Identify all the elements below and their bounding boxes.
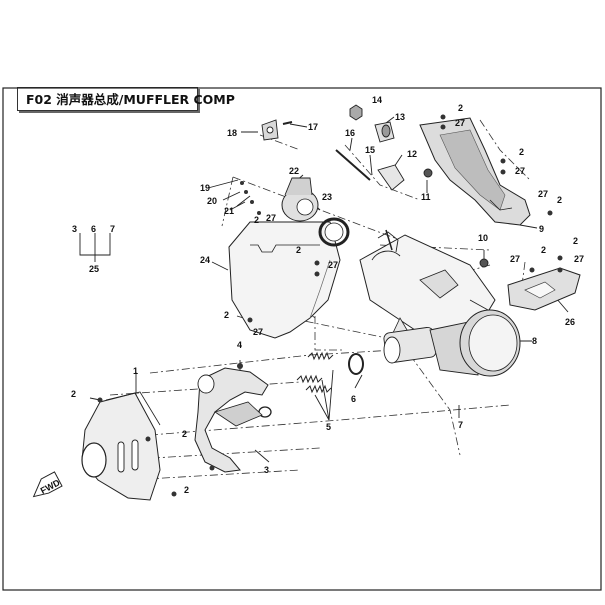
callout-27: 27	[515, 166, 525, 176]
callout-labels: 3 6 7 25 1 2 2 2 3 4 5 6 7 8 2 27 24 2 2…	[71, 95, 584, 495]
callout-16: 16	[345, 128, 355, 138]
callout-24: 24	[200, 255, 210, 265]
ring-part-6	[348, 353, 364, 375]
callout-27: 27	[538, 189, 548, 199]
callout-18: 18	[227, 128, 237, 138]
callout-9: 9	[539, 224, 544, 234]
callout-23: 23	[322, 192, 332, 202]
callout-2: 2	[224, 310, 229, 320]
callout-2: 2	[541, 245, 546, 255]
callout-7: 7	[110, 224, 115, 234]
gasket-part-23	[318, 217, 350, 247]
muffler-body-part-7	[359, 231, 496, 376]
callout-10: 10	[478, 233, 488, 243]
outer-border	[2, 87, 602, 591]
callout-6: 6	[91, 224, 96, 234]
callout-15: 15	[365, 145, 375, 155]
callout-13: 13	[395, 112, 405, 122]
callout-2: 2	[184, 485, 189, 495]
callout-2: 2	[71, 389, 76, 399]
callout-5: 5	[326, 422, 331, 432]
callout-3: 3	[72, 224, 77, 234]
callout-2: 2	[458, 103, 463, 113]
heat-shield-part-26	[507, 267, 581, 311]
callout-2: 2	[519, 147, 524, 157]
callout-27: 27	[510, 254, 520, 264]
callout-7: 7	[458, 420, 463, 430]
callout-8: 8	[532, 336, 537, 346]
callout-25: 25	[89, 264, 99, 274]
callout-3: 3	[264, 465, 269, 475]
header-pipe-part-3	[194, 367, 272, 473]
bolts	[97, 114, 563, 497]
callout-27: 27	[328, 260, 338, 270]
heat-shield-part-24	[228, 221, 341, 339]
diagram-title: F02 消声器总成/MUFFLER COMP	[17, 87, 235, 111]
callout-4: 4	[237, 340, 242, 350]
front-shield-part-1	[81, 391, 161, 501]
callout-27: 27	[455, 118, 465, 128]
callout-2: 2	[296, 245, 301, 255]
callout-19: 19	[200, 183, 210, 193]
callout-20: 20	[207, 196, 217, 206]
callout-2: 2	[573, 236, 578, 246]
callout-27: 27	[574, 254, 584, 264]
callout-6: 6	[351, 394, 356, 404]
heat-shield-part-9	[419, 117, 531, 226]
springs-part-5	[296, 351, 334, 394]
callout-1: 1	[133, 366, 138, 376]
callout-2: 2	[557, 195, 562, 205]
callout-22: 22	[289, 166, 299, 176]
callout-11: 11	[421, 192, 431, 202]
callout-2: 2	[254, 215, 259, 225]
callout-12: 12	[407, 149, 417, 159]
end-cap-part-8	[459, 309, 521, 377]
fwd-arrow-icon: FWD	[32, 471, 63, 498]
callout-27: 27	[253, 327, 263, 337]
callout-26: 26	[565, 317, 575, 327]
callout-14: 14	[372, 95, 382, 105]
callout-27: 27	[266, 213, 276, 223]
flange-part-22	[281, 177, 319, 222]
callout-17: 17	[308, 122, 318, 132]
callout-21: 21	[224, 206, 234, 216]
small-parts-cluster	[261, 104, 489, 268]
callout-2: 2	[182, 429, 187, 439]
